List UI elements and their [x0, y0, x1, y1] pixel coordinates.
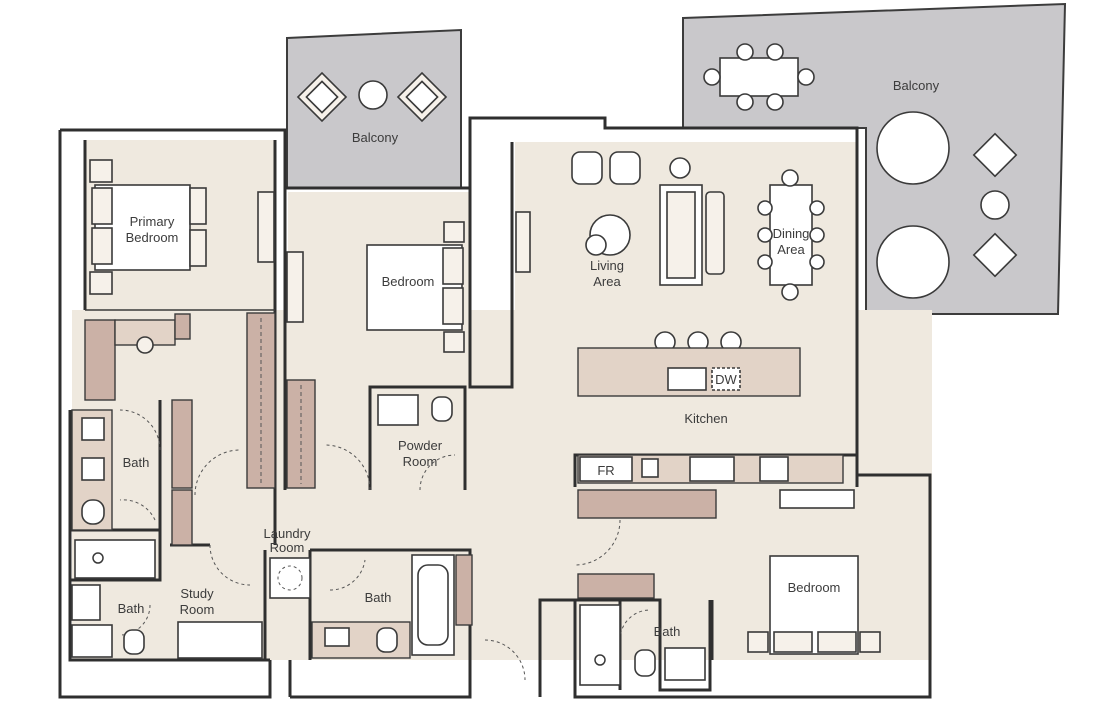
primary-bedroom-furniture	[84, 159, 275, 401]
room-label-bath-right: Bath	[654, 624, 681, 639]
room-label-primary-bedroom: Primary	[130, 214, 175, 229]
dining-table-icon	[769, 184, 813, 286]
room-label-bedroom-right: Bedroom	[788, 580, 841, 595]
toilet-icon	[376, 627, 398, 653]
bath-fixtures	[71, 394, 706, 686]
lounge-chair-icon	[972, 232, 1018, 278]
room-label-laundry-room: Laundry	[264, 526, 311, 541]
fridge-label: FR	[597, 463, 614, 478]
tv-unit-icon	[257, 191, 275, 263]
room-label-study-room: Study	[180, 586, 214, 601]
side-table-icon	[669, 157, 691, 179]
side-table-icon	[980, 190, 1010, 220]
vanity-icon	[664, 647, 706, 681]
room-label-living-area: Living	[590, 258, 624, 273]
room-label-dining-area: Dining	[773, 226, 810, 241]
wardrobe-icon	[577, 573, 655, 599]
lounge-chair-icon	[972, 132, 1018, 178]
room-label-bath-center: Bath	[365, 590, 392, 605]
tv-unit-icon	[286, 251, 304, 323]
fridge-icon	[579, 456, 633, 482]
room-label-powder-room-2: Room	[403, 454, 438, 469]
washer-icon	[269, 557, 311, 599]
middle-bedroom-furniture	[246, 221, 465, 489]
room-label-balcony-large: Balcony	[893, 78, 940, 93]
room-label-bath-bottom-left: Bath	[118, 601, 145, 616]
armchair-icon	[571, 151, 603, 185]
toilet-icon	[431, 396, 453, 422]
cooktop-icon	[689, 456, 735, 482]
dishwasher-icon	[711, 367, 741, 391]
room-label-laundry-room-2: Room	[270, 540, 305, 555]
interior-floor	[72, 140, 932, 660]
balcony-small-furniture	[296, 71, 448, 123]
room-label-living-area-2: Area	[593, 274, 621, 289]
room-label-powder-room: Powder	[398, 438, 443, 453]
room-label-balcony-small: Balcony	[352, 130, 399, 145]
wardrobe-icon	[171, 399, 193, 489]
shower-icon	[579, 604, 621, 686]
door-swings	[119, 409, 651, 681]
room-label-bath-left: Bath	[123, 455, 150, 470]
room-labels: Balcony Balcony Primary Bedroom Bedroom …	[118, 78, 940, 639]
armchair-icon	[609, 151, 641, 185]
dishwasher-label: DW	[715, 372, 737, 387]
lounge-chair-icon	[296, 71, 348, 123]
toilet-icon	[81, 499, 105, 525]
vanity-icon	[71, 584, 101, 621]
right-bedroom-furniture	[577, 555, 881, 655]
balcony-large-furniture	[703, 43, 1018, 299]
tv-unit-icon	[515, 211, 531, 273]
walls	[58, 116, 932, 699]
room-label-bedroom-middle: Bedroom	[382, 274, 435, 289]
side-table-icon	[358, 80, 388, 110]
sink-icon	[759, 456, 789, 482]
round-table-icon	[876, 111, 950, 185]
living-dining-furniture	[515, 151, 825, 301]
outdoor-dining-table-icon	[719, 57, 799, 97]
wardrobe-icon	[84, 319, 116, 401]
room-label-primary-bedroom-2: Bedroom	[126, 230, 179, 245]
vanity-icon	[377, 394, 419, 426]
lounge-chair-icon	[396, 71, 448, 123]
room-label-study-room-2: Room	[180, 602, 215, 617]
round-table-icon	[876, 225, 950, 299]
room-label-kitchen: Kitchen	[684, 411, 727, 426]
shower-icon	[74, 539, 156, 579]
kitchen-furniture: DW FR	[577, 331, 855, 519]
toilet-icon	[123, 629, 145, 655]
toilet-icon	[634, 649, 656, 677]
room-label-dining-area-2: Area	[777, 242, 805, 257]
sofa-bed-icon	[177, 621, 263, 659]
